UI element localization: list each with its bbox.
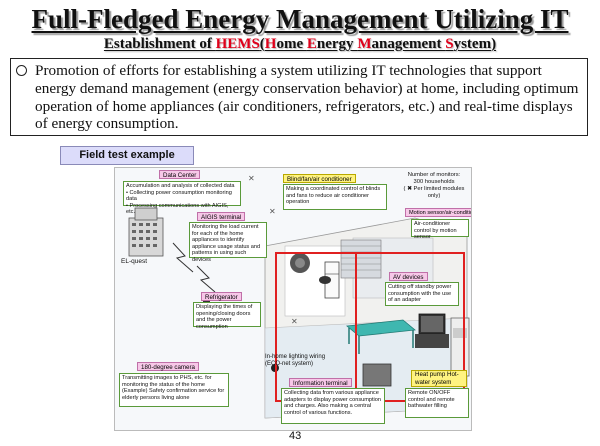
monitor-count-line: ( ✖ Per limited modules only) (403, 186, 465, 199)
monitor-count-note: Number of monitors: 300 households ( ✖ P… (399, 172, 469, 200)
aigis-header: AIGIS terminal (197, 212, 246, 221)
circle-bullet-icon (16, 65, 27, 76)
subtitle-prefix: Establishment of (103, 36, 216, 52)
acronym-letter-m: M (357, 36, 372, 52)
motion-sensor-header: Motion sensor/air-conditioner (405, 208, 471, 217)
blind-callout: Making a coordinated control of blinds a… (283, 184, 387, 210)
subtitle-paren-open: ( (259, 36, 265, 52)
info-terminal-callout: Collecting data from various appliance a… (281, 388, 385, 424)
monitor-count-line: Number of monitors: (407, 172, 461, 178)
motion-sensor-callout: Air-conditioner control by motion sensor (411, 219, 469, 240)
acronym-word-home: ome (276, 36, 307, 52)
av-devices-callout: Cutting off standby power consumption wi… (385, 282, 459, 306)
wiring-line (275, 252, 465, 254)
lighting-wiring-line: (ECO-net system) (265, 361, 314, 367)
lighting-wiring-line: In-home lighting wiring (265, 354, 326, 360)
acronym-letter-s: S (445, 36, 454, 52)
water-heater-icon (450, 317, 470, 377)
heat-pump-header: Heat pump Hot-water system (411, 370, 467, 387)
info-terminal-header: Information terminal (289, 378, 352, 387)
page-number: 43 (289, 430, 302, 442)
aigis-callout: Monitoring the load current for each of … (189, 222, 267, 263)
page-title: Full-Fledged Energy Management Utilizing… (31, 4, 569, 34)
data-center-line: • Collecting power consumption monitorin… (126, 189, 232, 203)
acronym-word-system: ystem (453, 36, 492, 52)
subtitle-paren-close: ) (491, 36, 497, 52)
intro-box: Promotion of efforts for establishing a … (10, 58, 588, 136)
field-test-label: Field test example (60, 146, 194, 165)
el-quest-label: EL-quest (121, 258, 148, 265)
av-devices-header: AV devices (389, 272, 428, 281)
subtitle: Establishment of HEMS(Home Energy Manage… (0, 36, 600, 53)
intro-text: Promotion of efforts for establishing a … (35, 62, 579, 133)
svg-text:✕: ✕ (269, 207, 276, 216)
blind-header: Blind/fan/air conditioner (283, 174, 356, 183)
hems-illustration: ✕ ✕ ✕ ✕ ✕ ✕ Data Center Accumulation and… (114, 167, 472, 431)
refrigerator-header: Refrigerator (201, 292, 242, 301)
lightning-icon (172, 242, 194, 273)
fan-icon (290, 253, 310, 273)
data-center-line: • Processing communications with AIGIS, … (126, 202, 229, 216)
blind-icon (340, 239, 382, 279)
camera-callout: Transmitting images to PHS, etc. for mon… (119, 373, 229, 407)
camera-header: 180-degree camera (137, 362, 200, 371)
acronym-word-energy: nergy (316, 36, 358, 52)
data-center-line: Accumulation and analysis of collected d… (126, 183, 235, 189)
acronym-letter-h: H (264, 36, 277, 52)
monitor-count-line: 300 households (413, 179, 455, 185)
refrigerator-callout: Displaying the times of opening/closing … (193, 302, 261, 330)
office-building-icon (128, 207, 164, 257)
wiring-line (275, 252, 277, 402)
lighting-wiring-label: In-home lighting wiring (ECO-net system) (265, 354, 325, 368)
hems-acronym: HEMS (215, 36, 260, 52)
acronym-letter-e: E (306, 36, 317, 52)
acronym-word-management: anagement (371, 36, 446, 52)
data-center-callout: Accumulation and analysis of collected d… (123, 181, 241, 215)
terminal-icon (362, 363, 392, 387)
svg-text:✕: ✕ (291, 317, 298, 326)
svg-text:✕: ✕ (248, 174, 255, 183)
wiring-line (355, 252, 357, 402)
tv-icon (415, 313, 449, 348)
heat-pump-callout: Remote ON/OFF control and remote bathwat… (405, 388, 469, 418)
wiring-line (463, 252, 465, 402)
data-center-header: Data Center (159, 170, 201, 179)
